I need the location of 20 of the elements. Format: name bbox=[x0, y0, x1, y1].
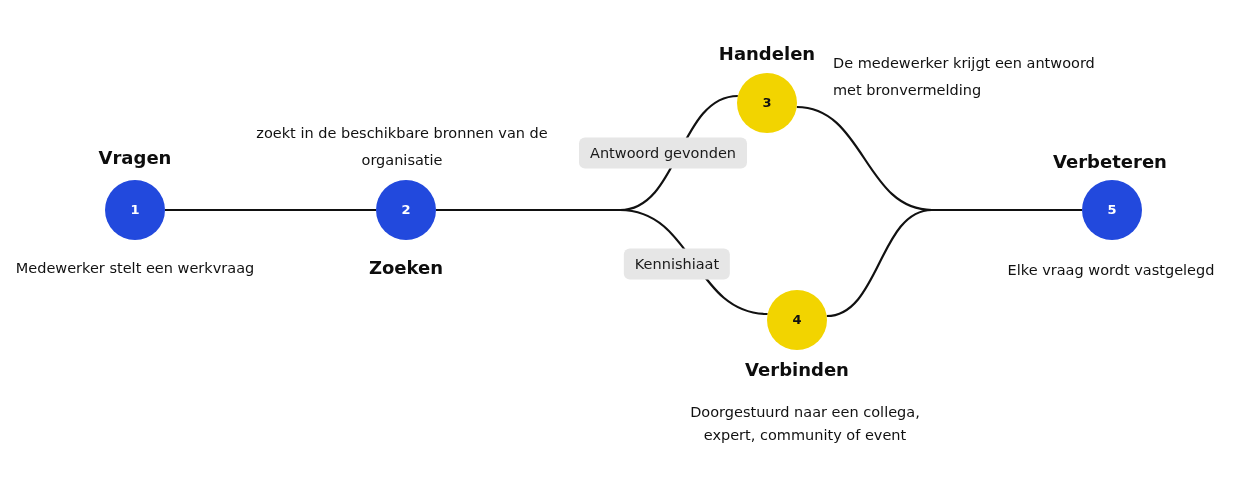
step-title: Zoeken bbox=[368, 257, 444, 279]
step-number: 4 bbox=[792, 312, 802, 328]
step-description: Elke vraag wordt vastgelegd bbox=[1007, 260, 1215, 280]
step-description: zoekt in de beschikbare bronnen van de organisatie bbox=[255, 123, 549, 170]
edge-label: Antwoord gevonden bbox=[579, 137, 747, 169]
step-title: Verbinden bbox=[745, 359, 849, 381]
connector-line bbox=[826, 208, 1082, 318]
step-title: Vragen bbox=[98, 147, 172, 169]
connector-line bbox=[436, 208, 768, 316]
step-description: Doorgestuurd naar een collega, expert, community of event bbox=[689, 402, 921, 445]
step-description: De medewerker krijgt een antwoord met bronvermelding bbox=[833, 53, 1096, 100]
step-description: Medewerker stelt een werkvraag bbox=[15, 258, 255, 278]
step-number: 2 bbox=[401, 202, 411, 218]
step-number: 3 bbox=[762, 95, 772, 111]
step-number: 5 bbox=[1107, 202, 1117, 218]
step-number: 1 bbox=[130, 202, 140, 218]
edge-label: Kennishiaat bbox=[623, 248, 731, 280]
step-title: Handelen bbox=[718, 43, 816, 65]
connector-line bbox=[165, 208, 376, 212]
step-title: Verbeteren bbox=[1053, 151, 1167, 173]
